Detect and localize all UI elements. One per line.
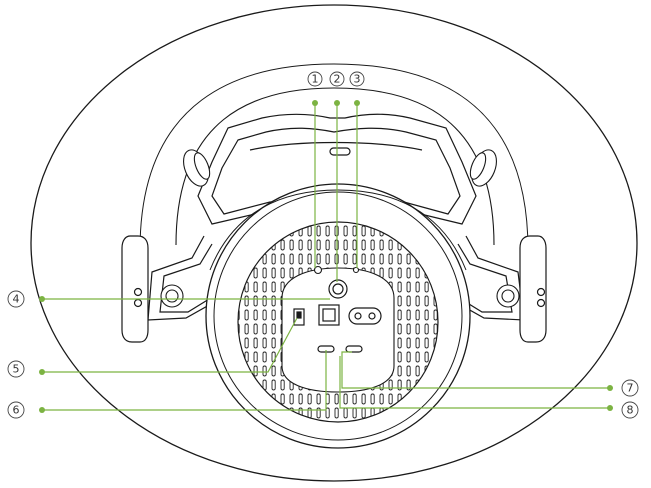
callout-3: 3 [349,71,365,87]
leader-lines [42,103,610,411]
usb-c-port-right [345,345,363,353]
power-port [348,307,382,325]
svg-text:7: 7 [627,382,634,395]
left-paddle [121,235,149,343]
callout-1: 1 [307,71,323,87]
svg-text:3: 3 [354,73,361,86]
status-light [352,266,360,274]
top-usb-c-port [329,147,351,156]
switch [293,308,305,326]
callout-8: 8 [621,401,639,419]
callout-7: 7 [621,379,639,397]
usb-b-port [318,304,340,326]
callout-4: 4 [7,290,25,308]
right-bolt [496,284,520,308]
led-indicator [313,265,323,275]
left-knob [183,149,211,187]
callout-5: 5 [7,360,25,378]
left-bolt [160,284,184,308]
right-knob [469,149,497,187]
round-connector [328,279,348,299]
svg-text:5: 5 [13,363,20,376]
callout-2: 2 [329,71,345,87]
svg-text:8: 8 [627,404,634,417]
svg-text:1: 1 [312,73,319,86]
outer-body-outline [30,4,638,482]
svg-text:4: 4 [13,293,20,306]
svg-text:6: 6 [13,404,20,417]
right-paddle [519,235,547,343]
svg-text:2: 2 [334,73,341,86]
callout-6: 6 [7,401,25,419]
leader-dots [39,100,613,413]
